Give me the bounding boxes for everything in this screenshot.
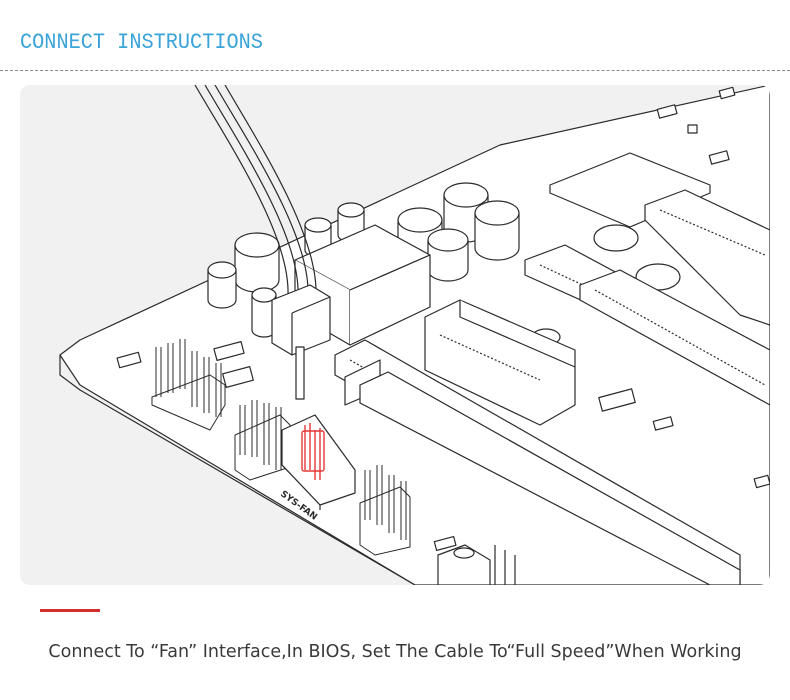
memory-slot-2 xyxy=(359,371,741,585)
pin-header-middle xyxy=(234,400,291,481)
smd-components xyxy=(116,86,770,552)
pcie-slot-2 xyxy=(579,269,770,406)
cable-connector xyxy=(271,284,331,400)
sys-fan-highlight xyxy=(301,423,325,480)
instruction-caption: Connect To “Fan” Interface,In BIOS, Set … xyxy=(48,642,742,662)
pin-header-right xyxy=(359,465,411,556)
bottom-switch xyxy=(437,544,516,585)
dashed-divider xyxy=(0,70,790,71)
pcie-slot-top xyxy=(644,189,770,326)
accent-bar xyxy=(40,609,100,612)
section-title: CONNECT INSTRUCTIONS xyxy=(20,30,263,55)
motherboard-illustration: SYS-FAN xyxy=(20,85,770,585)
fan-cable xyxy=(194,85,317,296)
pin-header-left xyxy=(151,339,226,431)
power-connector xyxy=(424,299,576,426)
